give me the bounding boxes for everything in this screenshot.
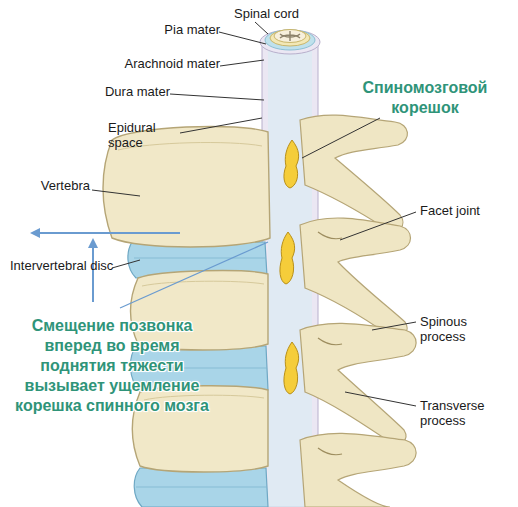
part-label: Pia mater xyxy=(110,22,220,37)
callout-note: Смещение позвонка вперед во время поднят… xyxy=(6,316,218,416)
part-label: Spinous process xyxy=(420,314,490,344)
callout-note: Спиномозговой корешок xyxy=(350,78,500,118)
part-label: Dura mater xyxy=(60,84,170,99)
part-label: Intervertebral disc xyxy=(10,258,115,273)
part-label: Spinal cord xyxy=(234,6,324,21)
part-label: Transverse process xyxy=(420,398,500,428)
part-label: Vertebra xyxy=(20,178,90,193)
part-label: Epidural space xyxy=(108,120,180,150)
part-label: Facet joint xyxy=(420,203,510,218)
part-label: Arachnoid mater xyxy=(60,56,220,71)
